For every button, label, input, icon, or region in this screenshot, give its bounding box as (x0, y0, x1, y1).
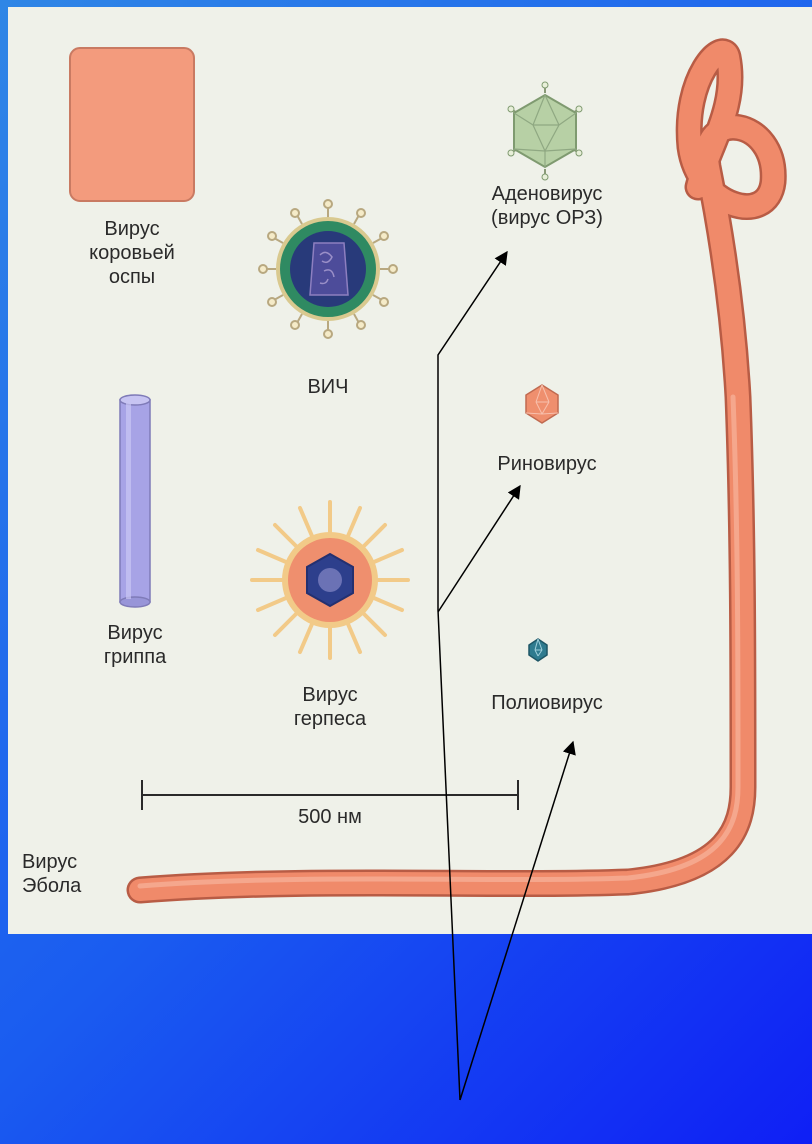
arrow-to-poliovirus (460, 742, 573, 1100)
arrow-to-adenovirus (438, 252, 507, 1100)
arrow-to-rhinovirus (438, 486, 520, 612)
